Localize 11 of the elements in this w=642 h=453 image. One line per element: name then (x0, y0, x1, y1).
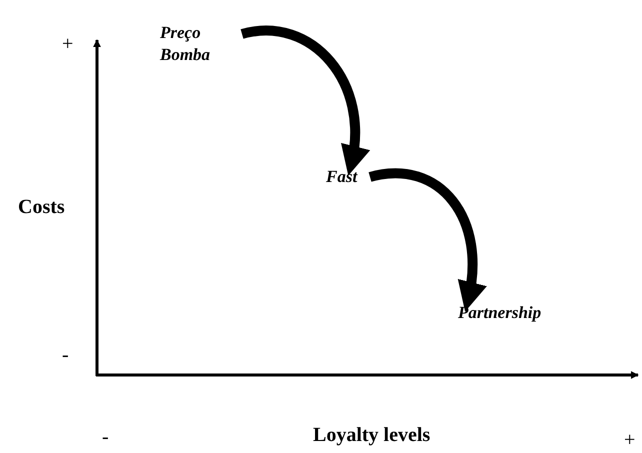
axis-sign: - (62, 343, 69, 367)
axis-sign: - (102, 425, 109, 449)
curved-arrow (241, 26, 370, 176)
strategy-label: Fast (326, 166, 368, 188)
axis-sign: + (62, 32, 74, 56)
axis-title: Costs (18, 195, 65, 219)
axis-title: Loyalty levels (313, 423, 430, 447)
strategy-label: Partnership (458, 302, 558, 324)
strategy-label: Preço Bomba (160, 22, 240, 66)
axis-sign: + (624, 428, 636, 452)
curved-arrow (369, 168, 486, 312)
